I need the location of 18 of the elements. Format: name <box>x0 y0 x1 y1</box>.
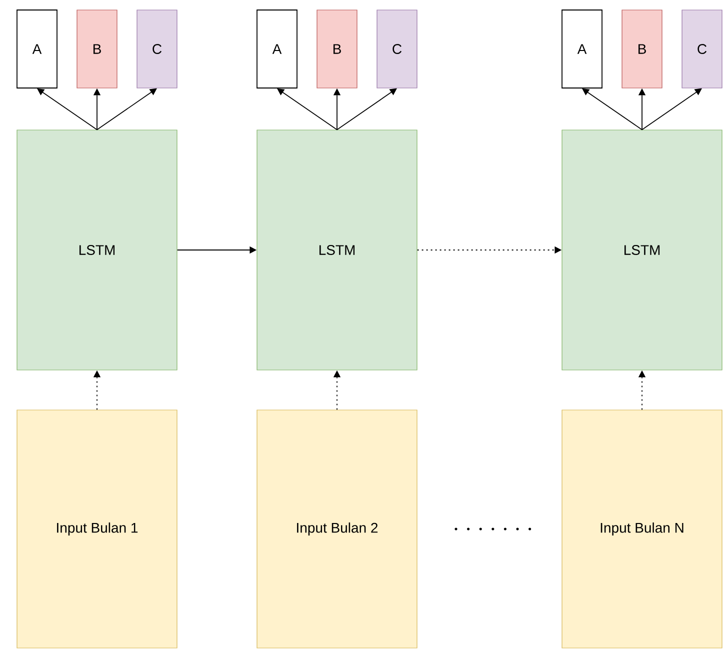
arrow <box>336 88 397 130</box>
lstm-box: LSTM <box>562 130 722 370</box>
input-box: Input Bulan 1 <box>16 410 178 648</box>
arrow <box>642 88 702 130</box>
output-box: A <box>562 10 602 88</box>
lstm-box: LSTM <box>256 130 418 370</box>
output-box: C <box>376 10 418 88</box>
output-box: B <box>622 10 662 88</box>
input-box: Input Bulan N <box>562 410 722 648</box>
output-box: C <box>682 10 722 88</box>
arrow <box>96 88 157 130</box>
output-box: A <box>16 10 58 88</box>
output-box: B <box>76 10 118 88</box>
output-box: B <box>316 10 358 88</box>
output-box: A <box>256 10 298 88</box>
input-box: Input Bulan 2 <box>256 410 418 648</box>
output-box: C <box>136 10 178 88</box>
lstm-box: LSTM <box>16 130 178 370</box>
